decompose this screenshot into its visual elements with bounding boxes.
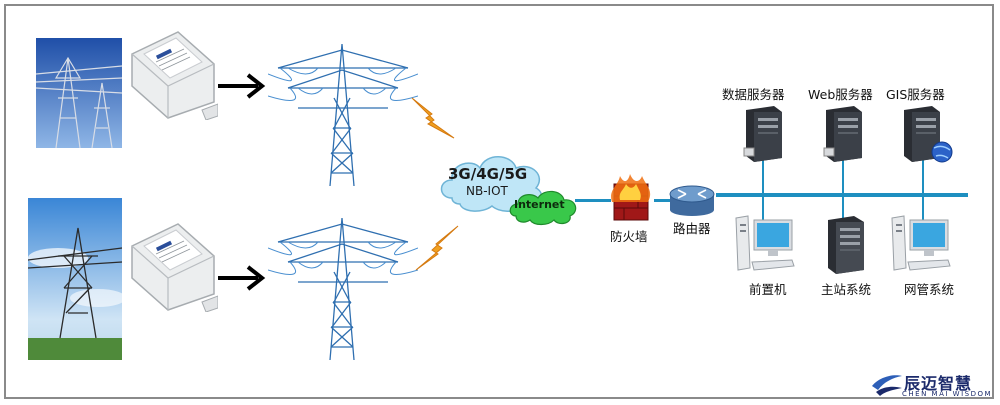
internet-cloud-icon — [509, 190, 577, 226]
monitoring-device-bottom — [131, 223, 218, 312]
cloud-network-sublabel: NB-IOT — [466, 184, 508, 198]
internet-label: Internet — [514, 198, 565, 211]
network-cloud-icon — [440, 156, 542, 212]
power-tower-photo-top — [36, 38, 122, 148]
link-line — [762, 160, 764, 194]
link-line — [922, 196, 924, 220]
data-server-label: 数据服务器 — [722, 87, 785, 102]
monitoring-device-top — [131, 31, 218, 120]
firewall-label: 防火墙 — [610, 229, 648, 244]
cloud-network-label: 3G/4G/5G — [448, 165, 528, 183]
brand-logo-subtext: CHEN MAI WISDOM — [902, 390, 993, 398]
gis-server-icon — [904, 106, 953, 163]
link-line — [762, 196, 764, 220]
transmission-tower-top — [268, 43, 418, 187]
link-line — [842, 160, 844, 194]
transmission-tower-bottom — [268, 217, 418, 361]
brand-logo-icon — [872, 375, 902, 396]
web-server-label: Web服务器 — [808, 87, 873, 102]
brand-logo-text: 辰迈智慧 — [904, 374, 973, 393]
master-station-label: 主站系统 — [821, 282, 872, 297]
link-line — [842, 196, 844, 220]
network-management-label: 网管系统 — [904, 282, 955, 297]
lightning-icon — [415, 225, 459, 271]
firewall-icon — [611, 174, 651, 221]
lan-bus-line — [716, 193, 968, 197]
server-tower-icon — [828, 216, 864, 274]
power-tower-photo-bottom — [28, 198, 122, 360]
link-line — [922, 160, 924, 194]
lightning-icon — [411, 97, 455, 139]
arrow-right-icon — [218, 73, 266, 99]
desktop-computer-icon — [735, 215, 795, 271]
desktop-computer-icon — [891, 215, 951, 271]
server-tower-icon — [743, 106, 782, 162]
router-icon — [669, 185, 715, 216]
front-end-processor-label: 前置机 — [749, 282, 787, 297]
gis-server-label: GIS服务器 — [886, 87, 945, 102]
arrow-right-icon — [218, 265, 266, 291]
router-label: 路由器 — [673, 221, 711, 236]
server-tower-icon — [823, 106, 862, 162]
link-line — [654, 199, 672, 202]
link-line — [575, 199, 611, 202]
